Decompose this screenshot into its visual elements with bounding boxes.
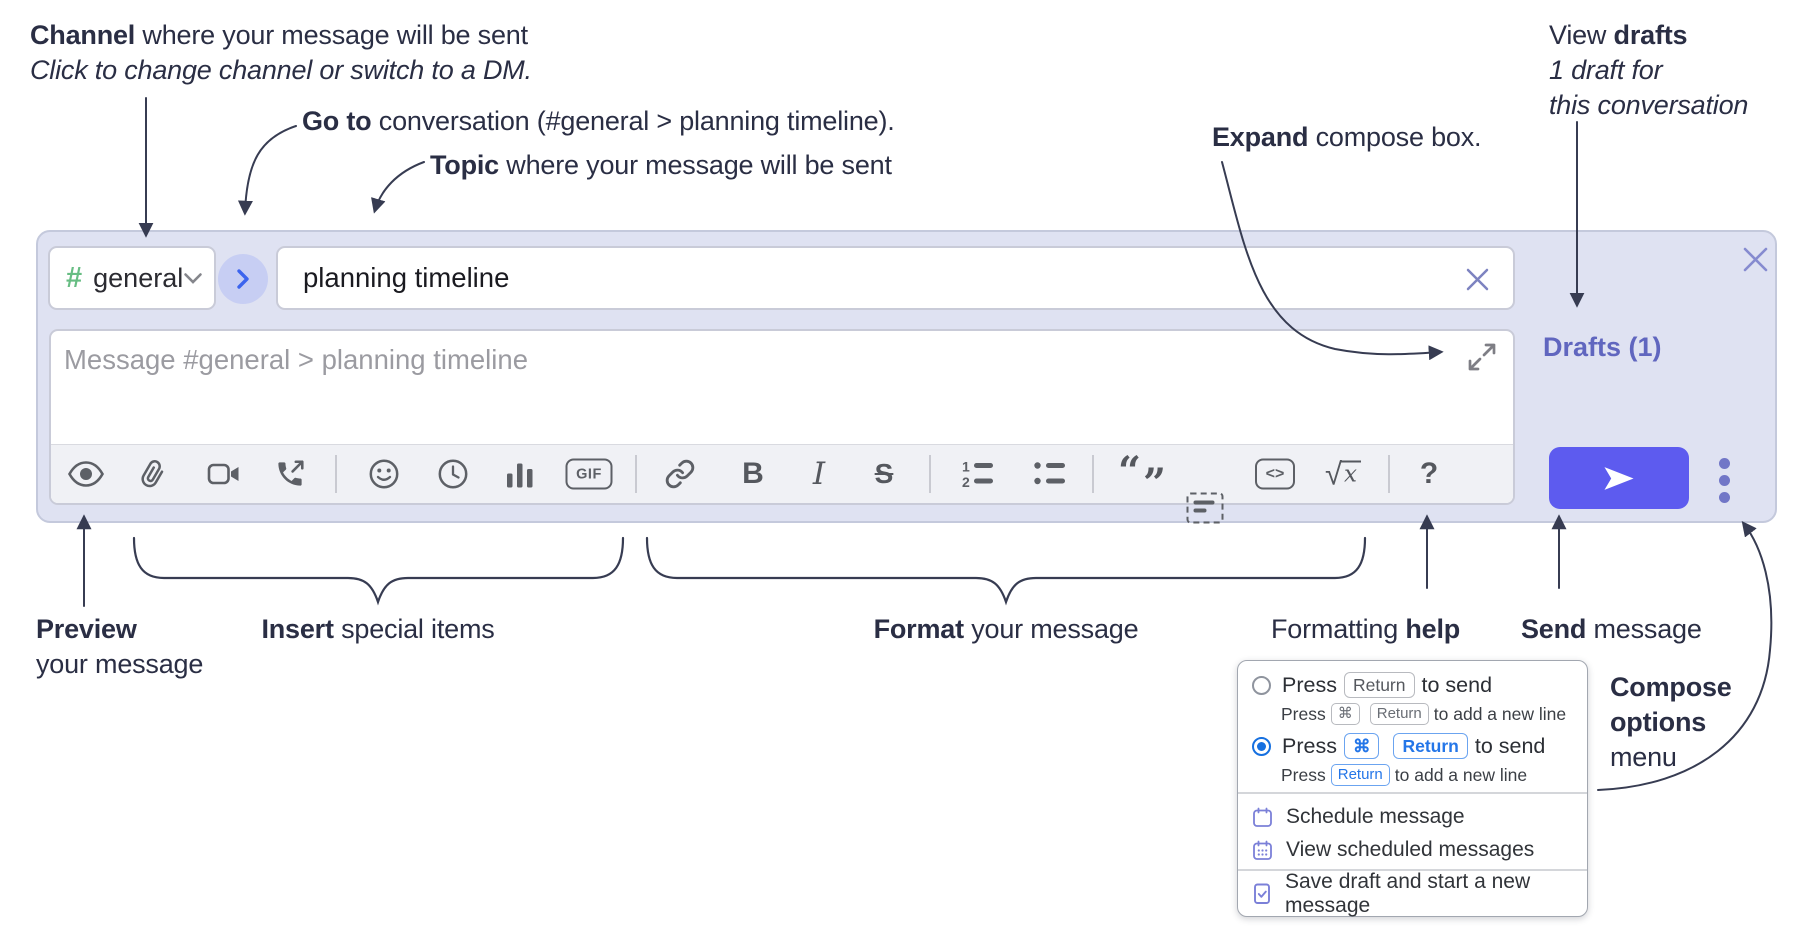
return-keycap: Return (1393, 733, 1468, 759)
compose-options-menu-button[interactable] (1712, 453, 1736, 507)
return-keycap: Return (1330, 764, 1390, 786)
bold-icon[interactable]: B (742, 457, 764, 490)
calendar-dots-icon (1253, 840, 1272, 860)
toolbar-divider (1388, 455, 1390, 493)
attach-file-icon[interactable] (139, 458, 166, 490)
insert-brace (132, 536, 625, 606)
link-icon[interactable] (665, 459, 696, 490)
toolbar-divider (635, 455, 637, 493)
menu-item-view-scheduled-messages[interactable]: View scheduled messages (1252, 834, 1534, 866)
paper-plane-icon (1604, 466, 1634, 490)
send-annotation: Send message (1521, 614, 1702, 644)
compose-options-annotation: Compose options menu (1610, 672, 1732, 772)
go-to-conversation-button[interactable] (218, 254, 268, 304)
topic-clear-icon[interactable] (1464, 266, 1491, 293)
goto-arrow (237, 125, 297, 216)
add-global-time-icon[interactable] (438, 459, 469, 490)
format-annotation: Format your message (873, 614, 1139, 644)
chevron-down-icon (183, 271, 203, 285)
goto-annotation: Go to conversation (#general > planning … (302, 106, 895, 136)
return-keycap: Return (1343, 672, 1415, 698)
math-icon[interactable]: √x (1325, 459, 1361, 490)
menu-divider (1238, 792, 1587, 794)
chevron-right-icon (237, 269, 249, 289)
start-video-call-icon[interactable] (207, 462, 241, 486)
send-option-cmd-return[interactable]: Press ⌘ Return to send (1252, 732, 1545, 760)
topic-arrow (371, 161, 425, 214)
drafts-annotation: View drafts 1 draft for this conversatio… (1549, 20, 1749, 120)
message-input[interactable]: Message #general > planning timeline (51, 331, 1513, 447)
channel-selector[interactable]: # general (48, 246, 216, 310)
preview-icon[interactable] (68, 461, 105, 488)
draft-check-icon (1254, 883, 1270, 904)
channel-annotation-line2: Click to change channel or switch to a D… (30, 55, 532, 85)
spoiler-icon[interactable] (1186, 492, 1224, 524)
cmd-keycap: ⌘ (1343, 733, 1380, 759)
start-voice-call-icon[interactable] (275, 459, 306, 490)
message-formatting-help-icon[interactable]: ? (1419, 457, 1439, 490)
italic-icon[interactable]: I (812, 456, 826, 492)
menu-divider (1238, 869, 1587, 871)
message-compose-area: Message #general > planning timeline (49, 329, 1515, 524)
toolbar-divider (1092, 455, 1094, 493)
toolbar-divider (929, 455, 931, 493)
channel-hash-icon: # (66, 261, 83, 294)
send-option-return-subtext: Press ⌘ Return to add a new line (1281, 703, 1567, 725)
add-poll-icon[interactable] (505, 461, 535, 488)
send-option-return[interactable]: Press Return to send (1252, 671, 1492, 699)
expand-annotation: Expand compose box. (1212, 122, 1482, 152)
radio-unselected-icon[interactable] (1252, 675, 1271, 695)
channel-annotation-bold: Channel (30, 20, 136, 50)
expand-compose-icon[interactable] (1467, 342, 1497, 372)
channel-annotation-rest: where your message will be sent (135, 20, 528, 50)
topic-annotation: Topic where your message will be sent (430, 150, 892, 180)
quote-icon[interactable]: “ ” (1118, 448, 1166, 507)
insert-annotation: Insert special items (261, 614, 495, 644)
code-icon[interactable]: <> (1255, 458, 1295, 490)
channel-name: general (93, 262, 184, 293)
topic-input[interactable]: planning timeline (276, 246, 1515, 310)
cmd-keycap: ⌘ (1330, 703, 1360, 725)
message-placeholder: Message #general > planning timeline (64, 344, 528, 375)
close-compose-icon[interactable] (1740, 244, 1771, 275)
radio-selected-icon[interactable] (1252, 736, 1271, 756)
channel-annotation: Channel where your message will be sent … (30, 18, 532, 88)
toolbar-divider (335, 455, 337, 493)
add-gif-icon[interactable]: GIF (565, 458, 613, 490)
menu-item-save-draft[interactable]: Save draft and start a new message (1252, 870, 1587, 917)
format-brace (645, 536, 1367, 606)
calendar-icon (1253, 807, 1272, 827)
preview-annotation: Preview your message (36, 614, 204, 679)
topic-value: planning timeline (303, 262, 510, 293)
svg-text:2: 2 (962, 474, 970, 489)
menu-item-schedule-message[interactable]: Schedule message (1252, 801, 1465, 833)
strikethrough-icon[interactable]: S (874, 458, 894, 489)
return-keycap: Return (1369, 703, 1429, 725)
send-button[interactable] (1549, 447, 1689, 509)
add-emoji-icon[interactable] (369, 459, 400, 490)
svg-text:1: 1 (962, 459, 970, 475)
compose-options-menu: Press Return to send Press ⌘ Return to a… (1237, 660, 1588, 917)
drafts-link[interactable]: Drafts (1) (1543, 332, 1662, 362)
formatting-help-annotation: Formatting help (1271, 614, 1461, 644)
send-option-cmd-return-subtext: Press Return to add a new line (1281, 764, 1528, 786)
bulleted-list-icon[interactable] (1033, 459, 1067, 489)
